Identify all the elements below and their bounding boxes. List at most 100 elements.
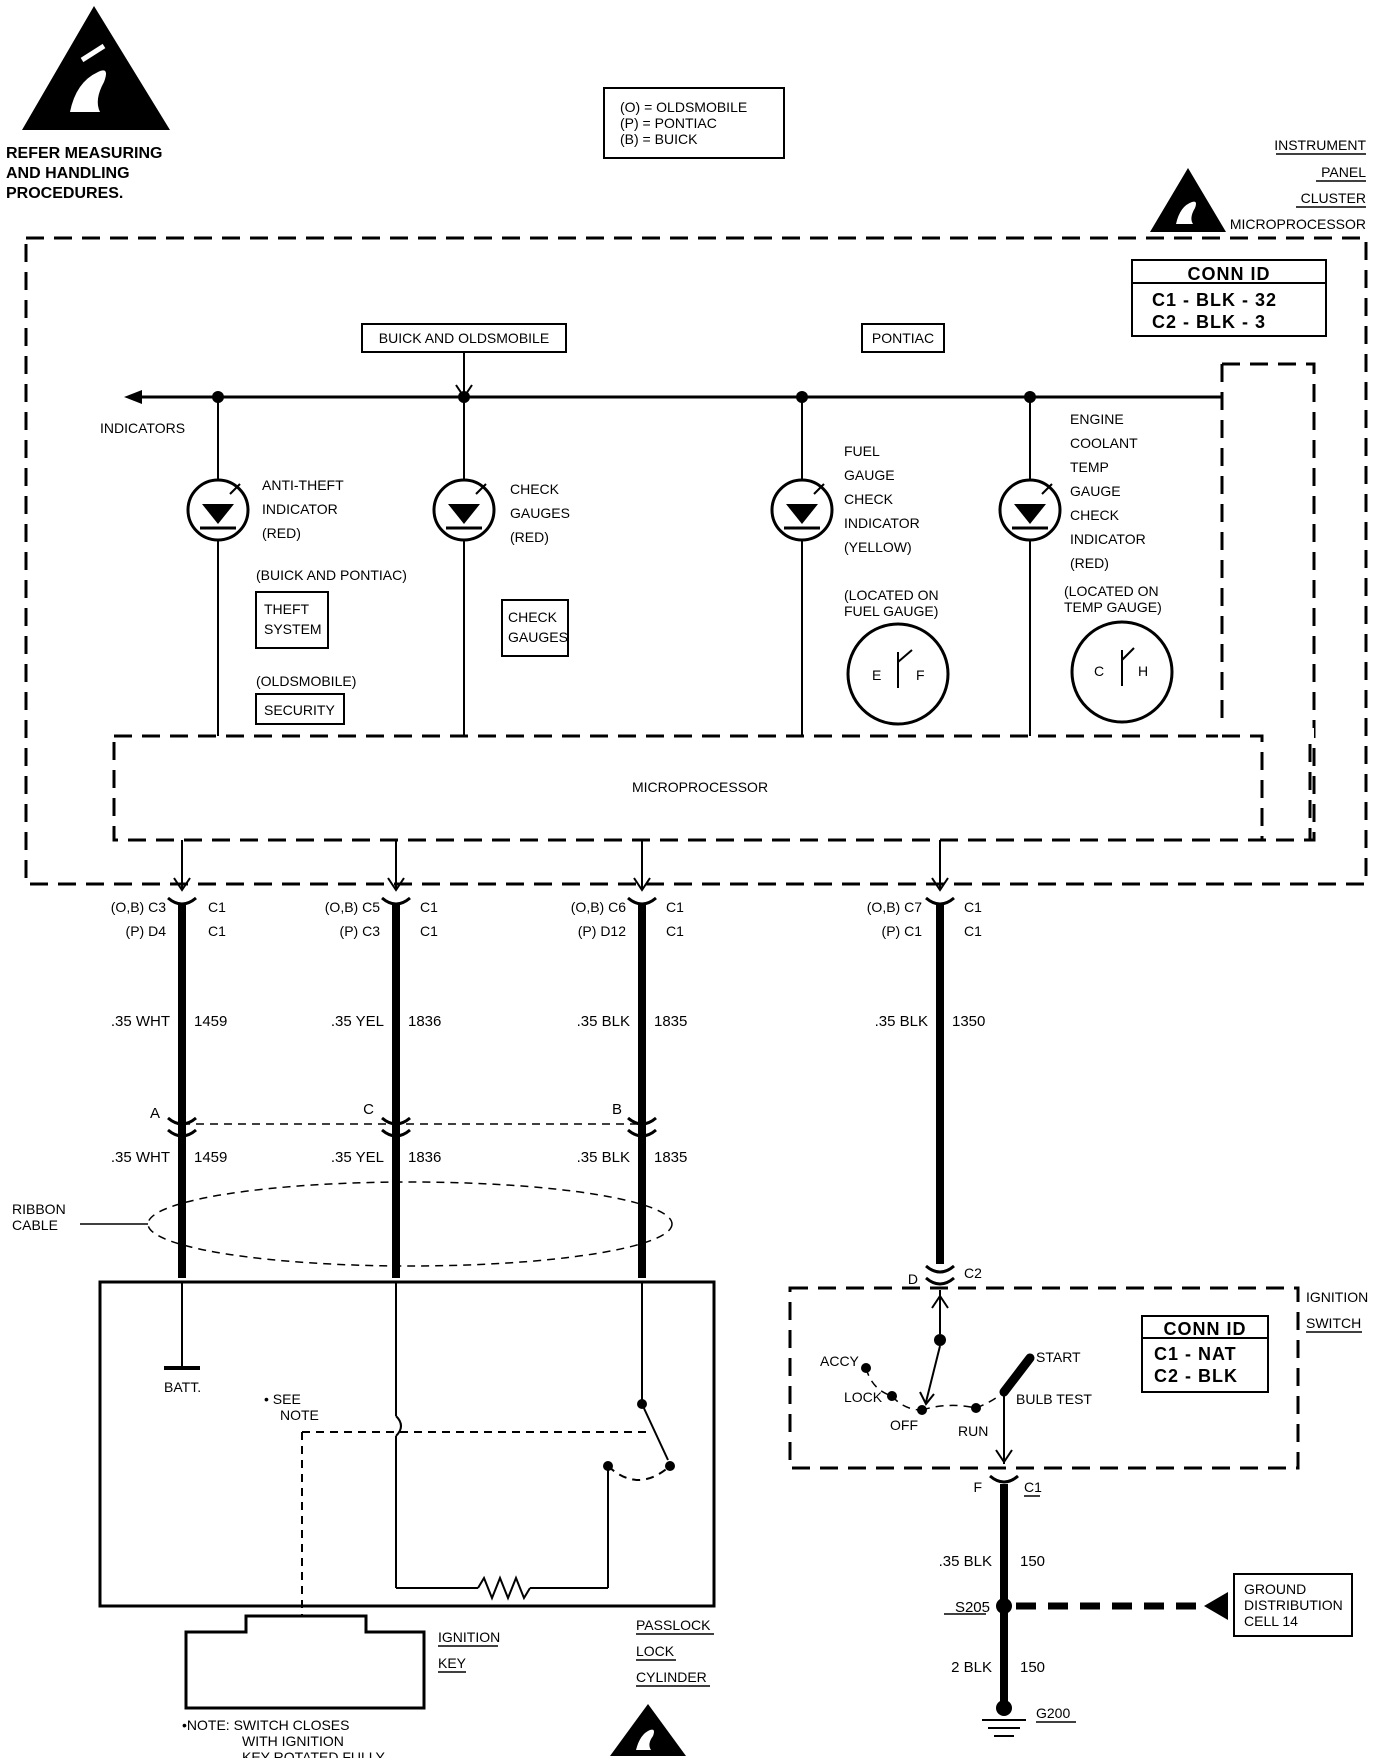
note-line-3: KEY ROTATED FULLY. [242,1749,387,1758]
switch-conn-id-title: CONN ID [1164,1319,1247,1339]
check-gauges-box [501,599,569,657]
instrument-cluster-boundary [24,236,1368,886]
wire-w5-circuit: 150 [1020,1553,1045,1570]
ignition-switch-box [788,1286,1300,1470]
ignition-switch-label-2: SWITCH [1306,1315,1361,1331]
note-line-1: •NOTE: SWITCH CLOSES [182,1717,349,1733]
wire-w3-gauge-lower: .35 BLK [577,1149,630,1166]
fuel-e-label: E [872,667,881,683]
wire-w3-gauge: .35 BLK [577,1013,630,1030]
pin-w3-p: (P) D12 [578,923,626,939]
passlock-label-2: LOCK [636,1643,675,1659]
check-gauges-box-1: CHECK [508,609,558,625]
module-label-4: MICROPROCESSOR [1230,216,1366,232]
wire-w2-circuit: 1836 [408,1013,441,1030]
wire-w6-gauge: 2 BLK [951,1659,992,1676]
warning-line-2: AND HANDLING [6,165,130,182]
legend-line-2: (P) = PONTIAC [620,115,717,131]
olds-note: (OLDSMOBILE) [256,673,356,689]
indicators-label: INDICATORS [100,420,185,436]
coolant-label-3: TEMP [1070,459,1109,475]
theft-system-label-2: SYSTEM [264,621,322,637]
anti-theft-label-2: INDICATOR [262,501,338,517]
wire-w4-gauge: .35 BLK [875,1013,928,1030]
ignition-switch-label-1: IGNITION [1306,1289,1368,1305]
pos-start-label: START [1036,1349,1081,1365]
warning-line-3: PROCEDURES. [6,185,123,202]
pin-w2-c2: C1 [420,923,438,939]
coolant-label-5: CHECK [1070,507,1120,523]
wire-w2-gauge-lower: .35 YEL [331,1149,384,1166]
ign-c2-label: C2 [964,1265,982,1281]
wire-w4-circuit: 1350 [952,1013,985,1030]
coolant-label-2: COOLANT [1070,435,1138,451]
esd-warning-small-icon [610,1704,686,1756]
fuel-led-icon [770,478,834,542]
coolant-led-icon [998,478,1062,542]
pin-w4-c1: C1 [964,899,982,915]
conn-a-label: A [150,1105,160,1122]
pin-w2-p: (P) C3 [340,923,381,939]
switch-conn-id-row-2: C2 - BLK [1154,1366,1238,1386]
check-gauges-label-3: (RED) [510,529,549,545]
module-label-2: PANEL [1321,164,1366,180]
coolant-loc-1: (LOCATED ON [1064,583,1159,599]
fuel-label-4: INDICATOR [844,515,920,531]
anti-theft-led-icon [186,478,250,542]
coolant-label-6: INDICATOR [1070,531,1146,547]
module-label-1: INSTRUMENT [1274,137,1366,153]
ignition-key-label-1: IGNITION [438,1629,500,1645]
temp-c-label: C [1094,663,1104,679]
note-line-2: WITH IGNITION [242,1733,344,1749]
microprocessor-box [112,734,1312,842]
ign-c1-label: C1 [1024,1479,1042,1495]
fuel-label-1: FUEL [844,443,880,459]
fuel-f-label: F [916,667,925,683]
pin-w4-c2: C1 [964,923,982,939]
pos-bulb-test-label: BULB TEST [1016,1391,1092,1407]
pos-lock-label: LOCK [844,1389,883,1405]
pin-w1-p: (P) D4 [126,923,167,939]
esd-warning-icon [22,6,170,130]
pin-w4-ob: (O,B) C7 [867,899,922,915]
ground-distribution-box [1233,1573,1353,1637]
ignition-key-label-2: KEY [438,1655,467,1671]
legend-line-1: (O) = OLDSMOBILE [620,99,747,115]
microprocessor-label: MICROPROCESSOR [632,779,768,795]
ign-f-label: F [973,1479,982,1495]
pontiac-label: PONTIAC [872,330,934,346]
ribbon-cable [147,1181,673,1267]
batt-label: BATT. [164,1379,201,1395]
wire-w1-circuit: 1459 [194,1013,227,1030]
ground-label-2: DISTRIBUTION [1244,1597,1343,1613]
check-gauges-label-2: GAUGES [510,505,570,521]
pin-w1-c1: C1 [208,899,226,915]
pin-w3-ob: (O,B) C6 [571,899,626,915]
wire-w2-circuit-lower: 1836 [408,1149,441,1166]
temp-gauge-icon: C H [1070,620,1174,724]
legend-box [603,87,785,159]
passlock-label-1: PASSLOCK [636,1617,711,1633]
pin-w1-c2: C1 [208,923,226,939]
switch-conn-id-row-1: C1 - NAT [1154,1344,1237,1364]
conn-id-switch: CONN ID C1 - NAT C2 - BLK [1141,1315,1269,1393]
anti-theft-note: (BUICK AND PONTIAC) [256,567,407,583]
conn-b-label: B [612,1101,622,1118]
check-gauges-box-2: GAUGES [508,629,568,645]
pos-accy-label: ACCY [820,1353,860,1369]
start-bulb-test-contact [999,1353,1035,1397]
wire-w3-circuit-lower: 1835 [654,1149,687,1166]
see-note-label-2: NOTE [280,1407,319,1423]
wire-w1-gauge-lower: .35 WHT [111,1149,170,1166]
fuel-label-3: CHECK [844,491,894,507]
coolant-label-7: (RED) [1070,555,1109,571]
check-gauges-led-icon [432,478,496,542]
check-gauges-label-1: CHECK [510,481,560,497]
pin-w2-ob: (O,B) C5 [325,899,380,915]
pos-off-label: OFF [890,1417,918,1433]
wire-w2-gauge: .35 YEL [331,1013,384,1030]
temp-h-label: H [1138,663,1148,679]
anti-theft-label-3: (RED) [262,525,301,541]
wire-w1-gauge: .35 WHT [111,1013,170,1030]
wire-w5-gauge: .35 BLK [939,1553,992,1570]
